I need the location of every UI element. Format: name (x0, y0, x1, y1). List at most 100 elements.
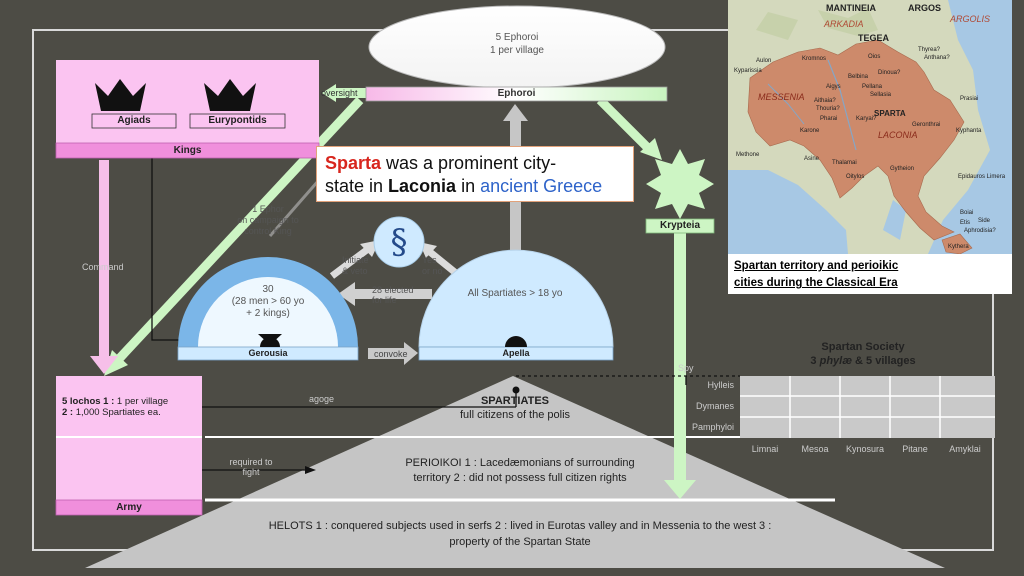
map-place-sparta: SPARTA (874, 109, 906, 118)
map-region: MESSENIA (758, 92, 805, 102)
convoke-arrow (368, 342, 418, 365)
map-place: Asine (804, 156, 820, 162)
map-place: Gytheion (890, 166, 915, 172)
army-label: Army (116, 502, 142, 513)
callout-link[interactable]: ancient Greece (480, 176, 603, 196)
society-pyramid (85, 376, 945, 568)
map-place: Side (978, 218, 991, 224)
perioikoi-description: PERIOIKOI 1 : Lacedæmonians of surroundi… (405, 457, 635, 484)
map-place: Aigys (826, 84, 841, 90)
convoke-label: convoke (374, 349, 408, 359)
map-place: Belbina (848, 74, 869, 80)
star-icon (646, 149, 714, 219)
callout-term: Sparta (325, 153, 382, 173)
oversight-label: oversight (321, 88, 358, 98)
apella-label: Apella (502, 348, 530, 358)
map-place: Kyphanta (956, 128, 982, 134)
map-place: Pellana (862, 84, 883, 90)
map-place: Oios (868, 54, 881, 60)
army-bar (55, 499, 203, 516)
elected-arrow (338, 282, 432, 306)
village-mesoa: Mesoa (801, 444, 829, 454)
apella-description: All Spartiates > 18 yo (467, 288, 563, 299)
map-place: Dinoua? (878, 70, 901, 76)
map-place: Karyai? (856, 116, 877, 122)
map-place: Epidauros Limera (958, 174, 1006, 180)
spartiates-description: SPARTIATES full citizens of the polis (459, 395, 571, 421)
kings-label: Kings (173, 145, 202, 156)
krypteia-bar (645, 218, 715, 234)
ephoroi-label: Ephoroi (497, 88, 536, 99)
map-place: Boiai (960, 210, 974, 216)
crown-icon (204, 79, 256, 111)
map-region: ARKADIA (824, 19, 864, 29)
law-circle (373, 216, 425, 268)
eurypontids-label: Eurypontids (208, 115, 267, 126)
spartan-society-heading: Spartan Society 3 phylæ & 5 villages (810, 341, 916, 367)
army-description: 5 lochos 1 : 1 per village 2 : 1,000 Spa… (62, 396, 169, 418)
map-place: Geronthrai (912, 122, 941, 128)
spy-label: Spy (678, 363, 694, 373)
map-place: ARGOS (908, 3, 942, 13)
apella-dome (418, 249, 614, 348)
initiate-veto-label: Initiate& veto (342, 255, 369, 276)
callout-text-3: in (456, 176, 481, 196)
map-place: Aulon (756, 58, 772, 64)
map-place: MANTINEIA (826, 3, 876, 13)
map-place: Sellasia (870, 92, 892, 98)
gerousia-label: Gerousia (248, 348, 288, 358)
map-region: LACONIA (878, 130, 918, 140)
laconia-map: MANTINEIA ARGOS TEGEA ARKADIA ARGOLIS ME… (728, 0, 1012, 294)
map-place: Thyrea? (918, 47, 941, 53)
map-place: Etis (960, 220, 971, 226)
map-place: Kyparissia (734, 68, 762, 74)
phyle-pamphyloi: Pamphyloi (691, 422, 734, 432)
map-place: Karone (800, 128, 820, 134)
ephors-to-krypteia-arrow (596, 96, 662, 160)
oversight-arrow (322, 84, 366, 102)
map-place: Kromnos (802, 56, 827, 62)
ephoroi-bar (365, 86, 668, 102)
map-drawing (728, 0, 1012, 255)
callout-text-2: state in (325, 176, 389, 196)
map-place: Thalamai (832, 160, 857, 166)
krypteia-to-helots-arrow (664, 233, 696, 499)
phyle-hylleis: Hylleis (707, 380, 734, 390)
agoge-label: agoge (309, 394, 335, 404)
map-place: Methone (736, 152, 760, 158)
crown-icon (95, 79, 146, 111)
callout-region: Laconia (388, 176, 457, 196)
law-section-icon: § (390, 222, 408, 262)
gerousia-description: 30(28 men > 60 yo+ 2 kings) (231, 284, 305, 319)
phyle-dymanes: Dymanes (695, 401, 734, 411)
krypteia-label: Krypteia (659, 220, 700, 231)
sparta-callout: Sparta was a prominent city- state in La… (316, 146, 634, 202)
village-kynosura: Kynosura (845, 444, 885, 454)
helots-description: HELOTS 1 : conquered subjects used in se… (268, 520, 772, 548)
command-label: Command (82, 262, 124, 272)
map-place: Oitylos (846, 174, 865, 180)
army-box (56, 376, 202, 515)
phylae-village-grid (740, 376, 995, 438)
map-place: Kythera (948, 244, 969, 250)
kings-box (56, 60, 319, 158)
map-place: Thouria? (816, 106, 840, 112)
village-pitane: Pitane (902, 444, 928, 454)
map-place: Aphrodisia? (964, 228, 996, 234)
callout-text-1: was a prominent city- (381, 153, 557, 173)
map-region: ARGOLIS (950, 14, 991, 24)
command-arrow (90, 160, 118, 374)
map-place: Anthana? (924, 55, 950, 61)
village-amyklai: Amyklai (949, 444, 981, 454)
agiads-label: Agiads (117, 115, 151, 126)
village-limnai: Limnai (751, 444, 779, 454)
map-place: Aithaia? (814, 98, 836, 104)
map-place: Pharai (820, 116, 838, 122)
map-place: TEGEA (858, 33, 890, 43)
